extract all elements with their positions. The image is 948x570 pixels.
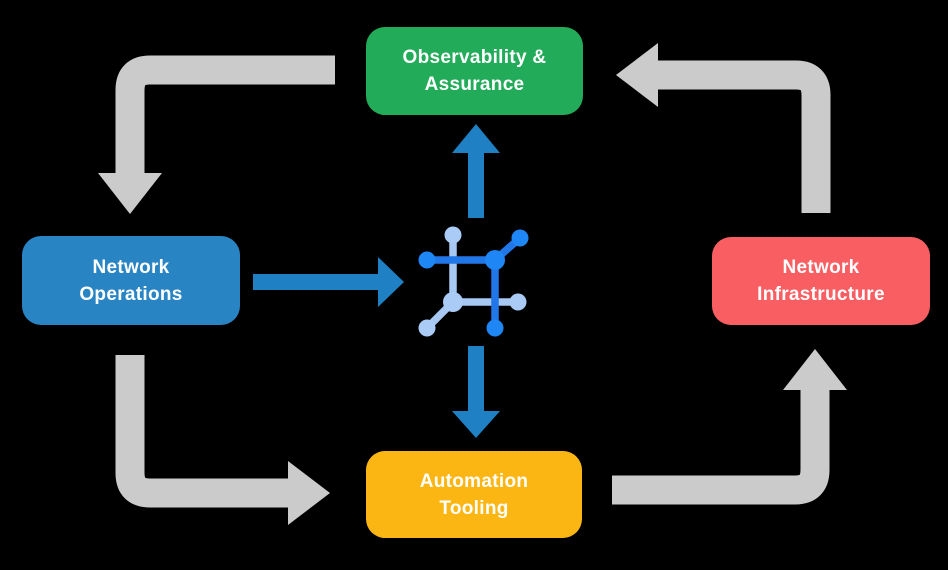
node-label-line: Tooling [439,497,509,519]
flow-arrow-center-to-automation [452,346,500,438]
flow-arrow-infrastructure-to-observability [616,43,831,213]
node-label-line: Assurance [424,74,525,95]
node-automation-tooling[interactable]: Automation Tooling [366,451,582,538]
node-label-line: Automation [419,470,529,492]
network-icon-light-branch [418,226,527,337]
node-label-line: Operations [79,283,183,305]
flow-arrow-operations-to-center [253,257,404,307]
node-network-infrastructure[interactable]: Network Infrastructure [712,237,930,325]
flow-arrow-observability-to-operations [98,55,335,214]
node-network-operations[interactable]: Network Operations [22,236,240,325]
flow-arrow-automation-to-infrastructure [612,349,847,505]
node-label-line: Observability & [402,47,547,68]
node-observability-assurance[interactable]: Observability & Assurance [366,27,583,115]
node-label-line: Network [92,256,170,278]
flow-arrow-center-to-observability [452,124,500,218]
node-label-line: Network [782,257,860,278]
network-platform-icon [418,226,529,337]
network-icon-dark-branch [418,229,529,337]
node-label-line: Infrastructure [757,284,885,305]
flow-arrow-operations-to-automation [115,355,330,525]
